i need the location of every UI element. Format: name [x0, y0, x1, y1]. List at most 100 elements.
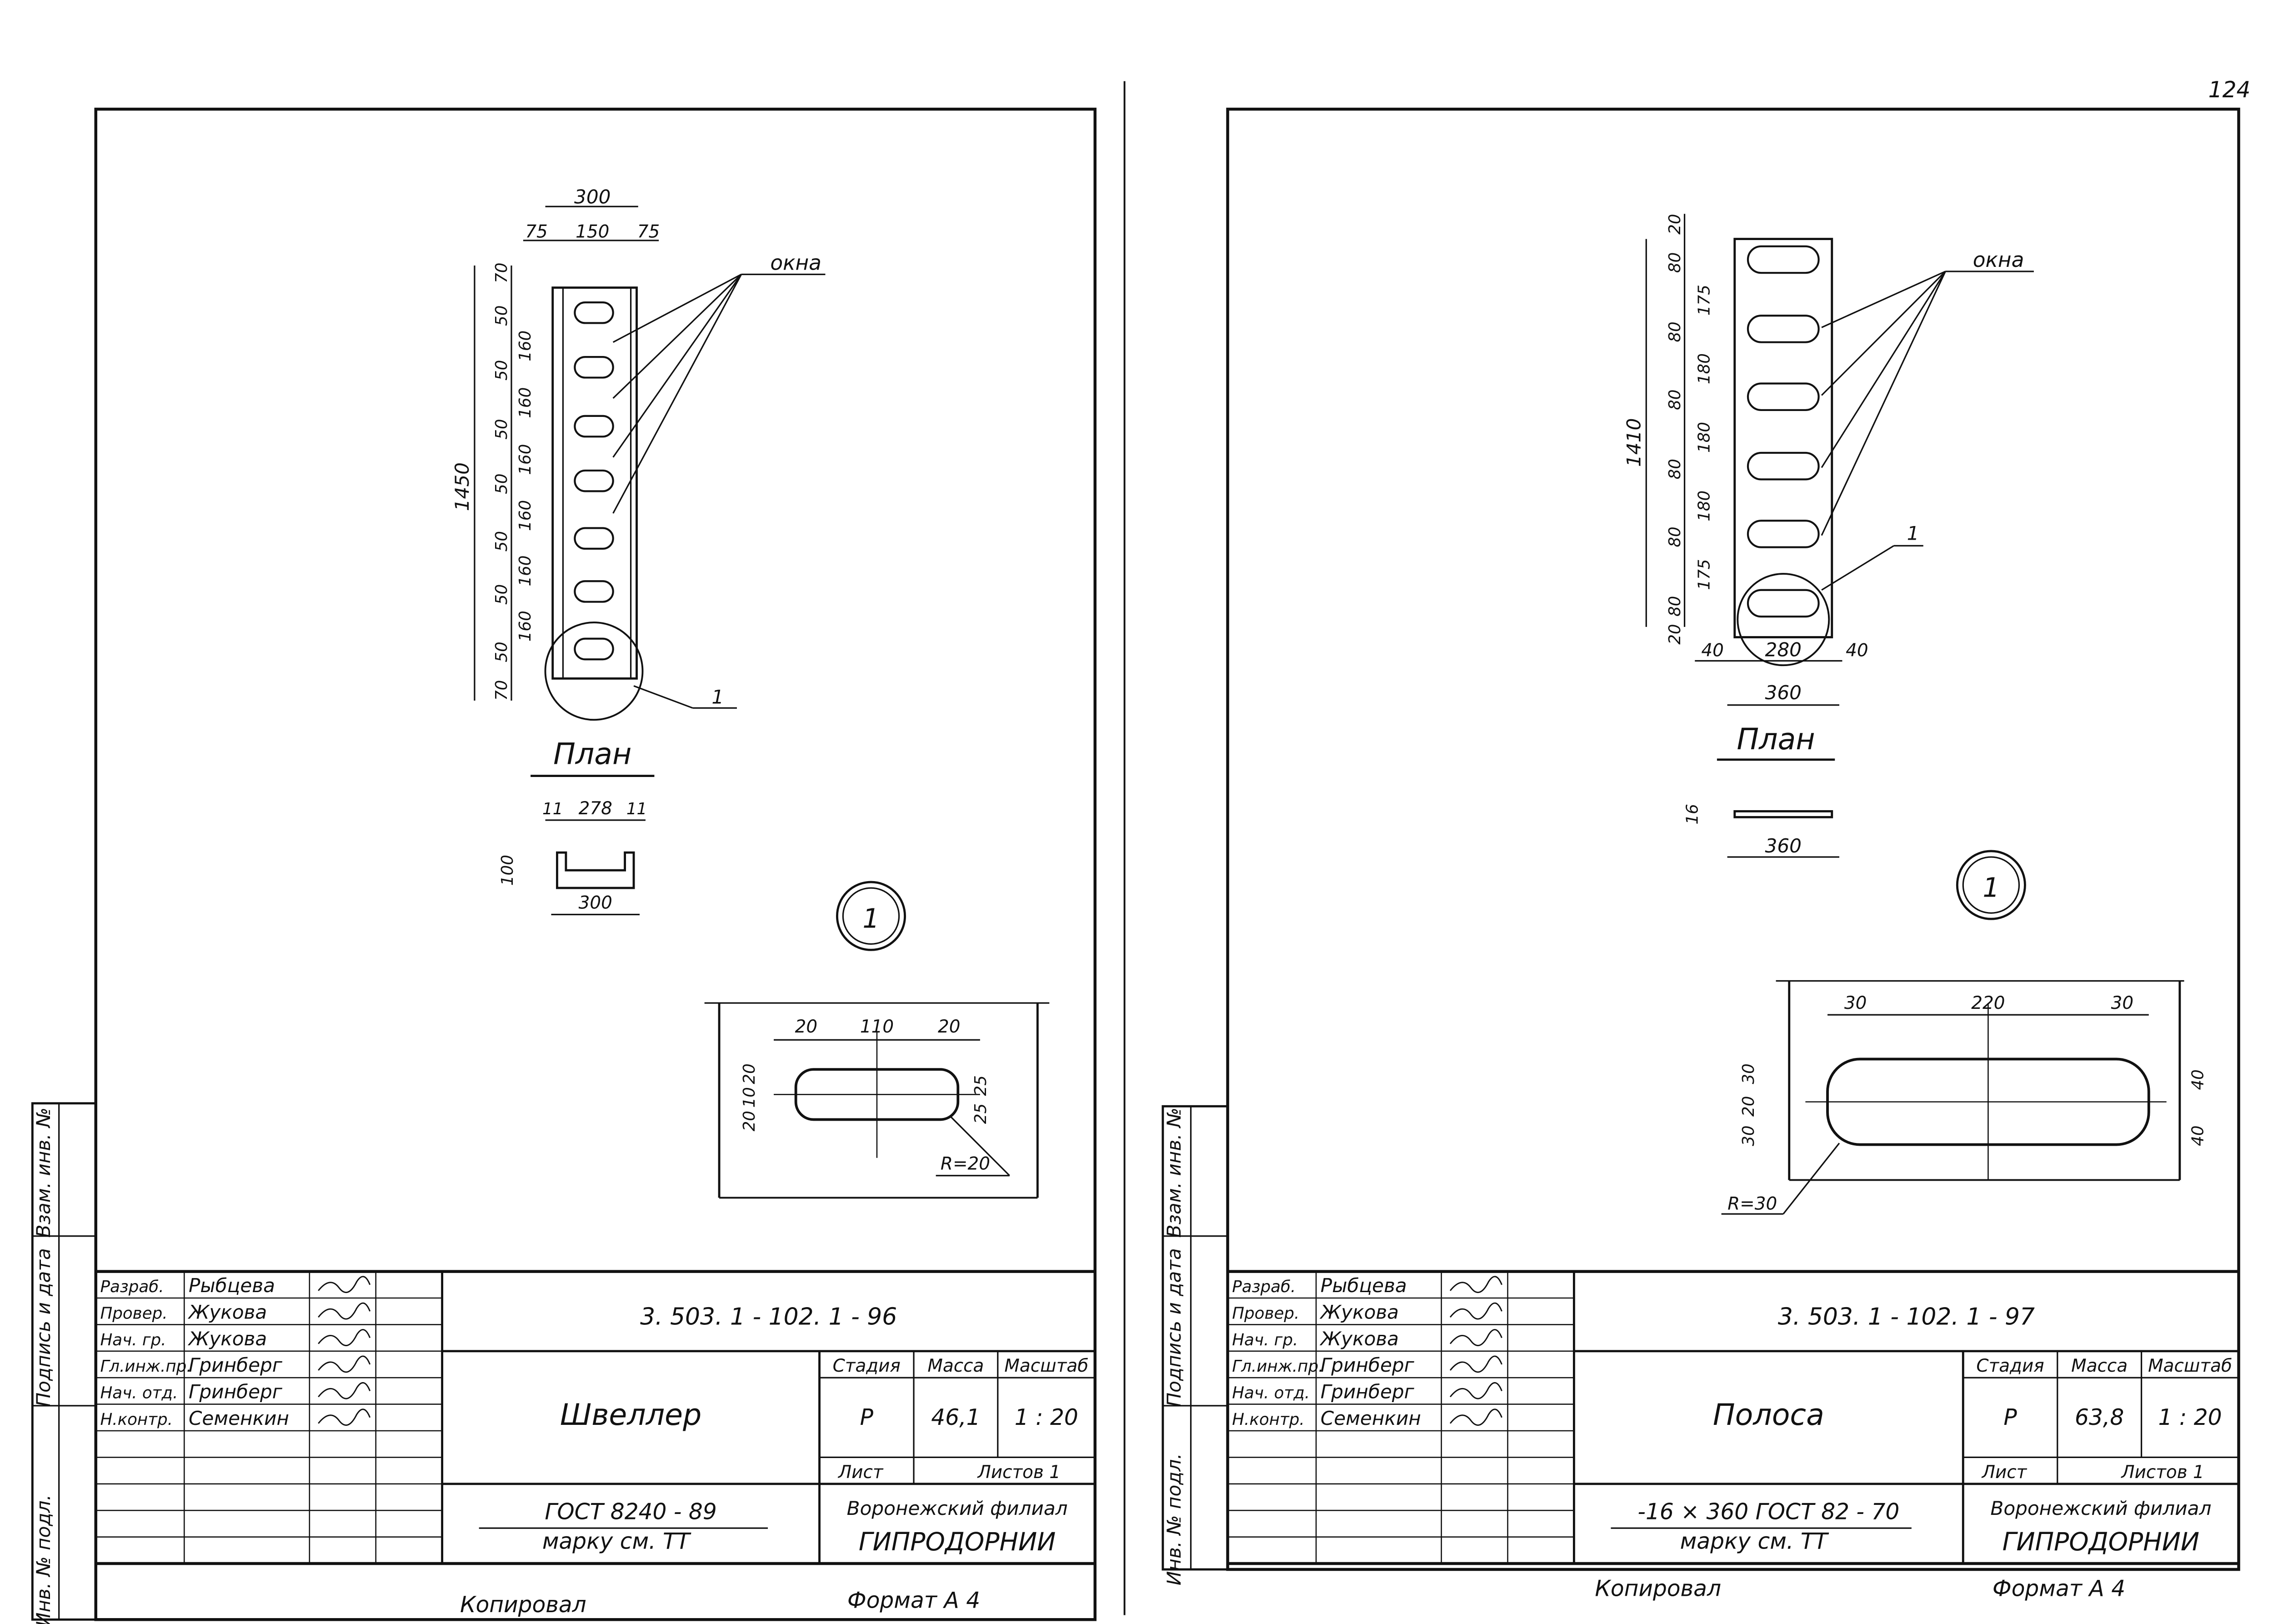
- left-dim-1450: 1450: [451, 462, 473, 511]
- title-block-name: Гринберг: [1321, 1381, 1415, 1403]
- title-block-doc-number: 3. 503. 1 - 102. 1 - 97: [1778, 1303, 2035, 1330]
- title-block-role: Нач. гр.: [100, 1331, 166, 1349]
- signature-mark: [1449, 1276, 1502, 1293]
- right-leader-okna: окна: [1973, 248, 2024, 272]
- title-block-name: Жукова: [187, 1328, 267, 1350]
- title-block-name: Жукова: [187, 1301, 267, 1323]
- left-detail-dim-v10: 10: [740, 1087, 759, 1108]
- left-dim-50: 50: [492, 306, 511, 326]
- right-leader-line: [1821, 271, 1946, 328]
- right-dim-spacing: 180: [1695, 353, 1714, 384]
- title-block-mass: 46,1: [931, 1405, 980, 1430]
- right-dim-80: 80: [1666, 321, 1684, 342]
- left-sheet-frame: [94, 107, 1097, 1621]
- right-plan-outline: [1733, 238, 1833, 638]
- left-dim-278: 278: [579, 798, 612, 819]
- left-side-label-repl: Взам. инв. №: [32, 1108, 55, 1238]
- left-window-slot: [574, 301, 614, 324]
- signature-mark: [318, 1302, 371, 1320]
- left-detail-circle: [544, 622, 644, 721]
- title-block-name: Гринберг: [189, 1381, 283, 1403]
- title-block-name-main: Швеллер: [560, 1398, 701, 1432]
- left-dim-50: 50: [492, 531, 511, 551]
- right-window-slot: [1747, 520, 1820, 548]
- left-detail-radius: R=20: [941, 1154, 990, 1174]
- title-block-role: Нач. отд.: [1232, 1384, 1310, 1403]
- right-detail-callout: 1: [1907, 522, 1919, 544]
- title-block-role: Разраб.: [100, 1278, 164, 1296]
- left-dim-160: 160: [516, 444, 535, 475]
- right-window-slot: [1747, 245, 1820, 274]
- left-detail-radius-leader: [950, 1116, 1010, 1176]
- right-side-label-inv: Инв. № подл.: [1163, 1453, 1185, 1585]
- left-leader-line: [612, 274, 742, 514]
- title-block-role: Нач. гр.: [1232, 1331, 1298, 1349]
- title-block-scale-label: Масштаб: [1004, 1356, 1088, 1376]
- title-block-sheets-label: Листов 1: [977, 1462, 1061, 1483]
- right-window-slot: [1747, 315, 1820, 343]
- left-detail-callout: 1: [711, 686, 724, 708]
- title-block-name: Гринберг: [1321, 1354, 1415, 1376]
- left-side-label-inv: Инв. № подл.: [32, 1494, 55, 1624]
- left-dim-160: 160: [516, 611, 535, 642]
- right-window-slot: [1747, 589, 1820, 618]
- right-leader-line: [1821, 271, 1946, 536]
- right-dim-spacing: 180: [1695, 491, 1714, 521]
- title-block-role: Гл.инж.пр.: [1232, 1357, 1323, 1376]
- left-footer-copied: Копировал: [460, 1592, 586, 1618]
- signature-mark: [1449, 1355, 1502, 1373]
- title-block-mass: 63,8: [2075, 1405, 2124, 1430]
- right-dim-20-bottom: 20: [1666, 624, 1684, 644]
- right-detail-circle: [1737, 573, 1830, 667]
- right-sheet: Инв. № подл. Подпись и дата Взам. инв. № 1 4…: [1162, 107, 2240, 1601]
- left-dim-160: 160: [516, 331, 535, 361]
- left-dim-160: 160: [516, 556, 535, 586]
- right-window-slot: [1747, 451, 1820, 481]
- title-block-material-2: марку см. ТТ: [542, 1529, 691, 1554]
- left-detail-dim-110: 110: [860, 1017, 894, 1037]
- left-detail-marker-outer: [836, 881, 906, 951]
- right-side-label-sign: Подпись и дата: [1163, 1248, 1185, 1407]
- left-dim-11a: 11: [542, 800, 563, 818]
- right-window-slot: [1747, 382, 1820, 411]
- title-block-sheet-label: Лист: [1981, 1462, 2028, 1483]
- right-detail-leader: [1821, 545, 1894, 591]
- left-dim-70-bottom: 70: [492, 680, 511, 701]
- title-block-material-1: -16 × 360 ГОСТ 82 - 70: [1637, 1499, 1899, 1525]
- title-block-doc-number: 3. 503. 1 - 102. 1 - 96: [640, 1303, 897, 1330]
- left-detail-dim-25b: 25: [971, 1103, 990, 1124]
- left-plan-outline: [551, 286, 638, 680]
- title-block-material-2: марку см. ТТ: [1680, 1529, 1829, 1554]
- signature-mark: [318, 1355, 371, 1373]
- right-dim-80: 80: [1666, 596, 1684, 617]
- right-leader-line: [1821, 271, 1946, 468]
- title-block-org-line2: ГИПРОДОРНИИ: [859, 1528, 1056, 1557]
- left-window-slot: [574, 580, 614, 603]
- left-leader-line: [612, 274, 742, 343]
- signature-mark: [318, 1329, 371, 1346]
- right-detail-dim-40b: 40: [2189, 1125, 2208, 1146]
- signature-mark: [318, 1276, 371, 1293]
- left-plan-title: План: [553, 737, 631, 772]
- right-dim-16: 16: [1683, 804, 1702, 824]
- right-side-label-repl: Взам. инв. №: [1163, 1108, 1185, 1238]
- left-dim-50: 50: [492, 584, 511, 605]
- title-block-mass-label: Масса: [2071, 1356, 2128, 1376]
- left-dim-50: 50: [492, 642, 511, 662]
- left-channel-section: [556, 851, 635, 889]
- title-block-sheets-label: Листов 1: [2120, 1462, 2204, 1483]
- right-dim-280: 280: [1765, 639, 1802, 661]
- left-dim-50: 50: [492, 473, 511, 494]
- signature-mark: [318, 1382, 371, 1399]
- left-window-slot: [574, 469, 614, 492]
- title-block-stage: Р: [860, 1405, 874, 1430]
- left-leader-okna: окна: [770, 251, 821, 275]
- signature-mark: [1449, 1329, 1502, 1346]
- left-window-slot: [574, 415, 614, 438]
- title-block-org-line1: Воронежский филиал: [1990, 1497, 2211, 1519]
- right-detail-marker-number: 1: [1983, 872, 1999, 903]
- right-detail-dim-v20: 20: [1739, 1096, 1758, 1117]
- left-leader-line: [612, 274, 742, 458]
